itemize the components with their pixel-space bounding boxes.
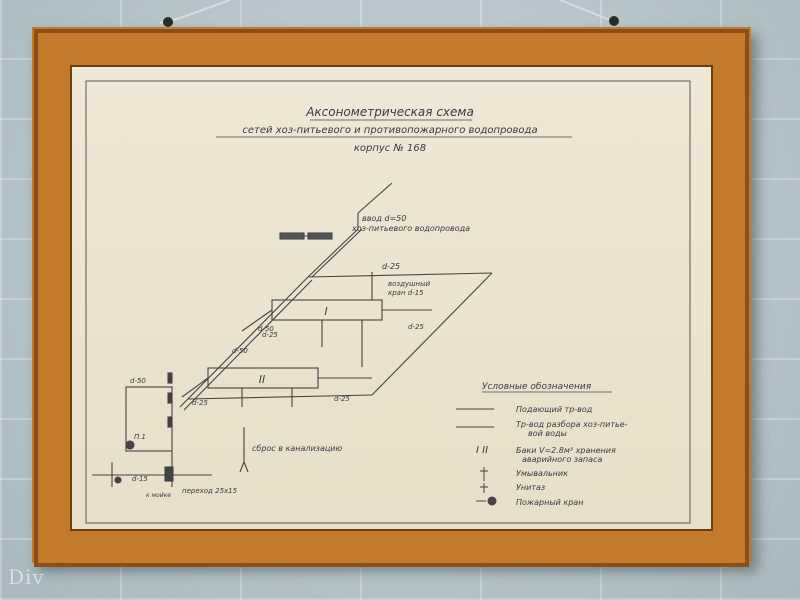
axonometric-scheme: Аксонометрическая схема сетей хоз-питьев… [85, 80, 691, 524]
washbasin-icon [480, 467, 488, 481]
pipe-network [92, 182, 493, 487]
legend: Условные обозначения Подающий тр-вод Тр-… [456, 382, 628, 507]
to-wash-label: к мойке [146, 492, 171, 499]
legend-row-5: Унитаз [516, 483, 545, 492]
toilet-icon [480, 483, 488, 493]
legend-row-3-symbol: I II [476, 445, 488, 456]
air-valve-2: кран d-15 [388, 289, 424, 297]
pipe-d25-a: d-25 [408, 323, 424, 331]
pipe-d25-top: d-25 [382, 262, 400, 271]
legend-row-1: Подающий тр-вод [516, 405, 593, 414]
tank-1-label: I [324, 305, 327, 318]
title-line-3: корпус № 168 [354, 143, 426, 154]
inlet-label-2: хоз-питьевого водопровода [351, 224, 470, 233]
pipe-d15: d-15 [132, 475, 148, 483]
hanging-wire [159, 0, 619, 27]
fire-valve-icon [487, 496, 497, 506]
legend-row-6: Пожарный кран [516, 498, 583, 507]
title-line-2: сетей хоз-питьевого и противопожарного в… [242, 125, 537, 136]
air-valve-1: воздушный [388, 280, 431, 288]
legend-row-2a: Тр-вод разбора хоз-питье- [516, 420, 628, 429]
legend-row-2b: вой воды [528, 429, 567, 438]
pipe-d25-d: d-25 [192, 399, 208, 407]
fire-hydrant-label: П.1 [134, 433, 146, 441]
drawing-sheet: Аксонометрическая схема сетей хоз-питьев… [72, 67, 711, 529]
pipe-d50-a: d-50 [258, 325, 274, 333]
legend-row-4: Умывальник [516, 469, 568, 478]
inlet-label-1: ввод d=50 [362, 214, 406, 223]
pipe-d50-c: d-50 [130, 377, 146, 385]
pipe-d25-c: d-25 [262, 331, 278, 339]
title-line-1: Аксонометрическая схема [305, 105, 474, 119]
pipe-d50-b: d-50 [232, 347, 248, 355]
discharge-label: сброс в канализацию [252, 444, 342, 453]
tank-2-label: II [259, 373, 266, 386]
picture-frame: Аксонометрическая схема сетей хоз-питьев… [32, 27, 751, 567]
legend-row-3b: аварийного запаса [522, 455, 602, 464]
transition-label: переход 25х15 [182, 487, 238, 495]
pipe-d25-b: d-25 [334, 395, 350, 403]
legend-row-3a: Баки V=2.8м³ хранения [516, 446, 616, 455]
watermark: Div [8, 565, 45, 589]
legend-title: Условные обозначения [482, 382, 592, 392]
